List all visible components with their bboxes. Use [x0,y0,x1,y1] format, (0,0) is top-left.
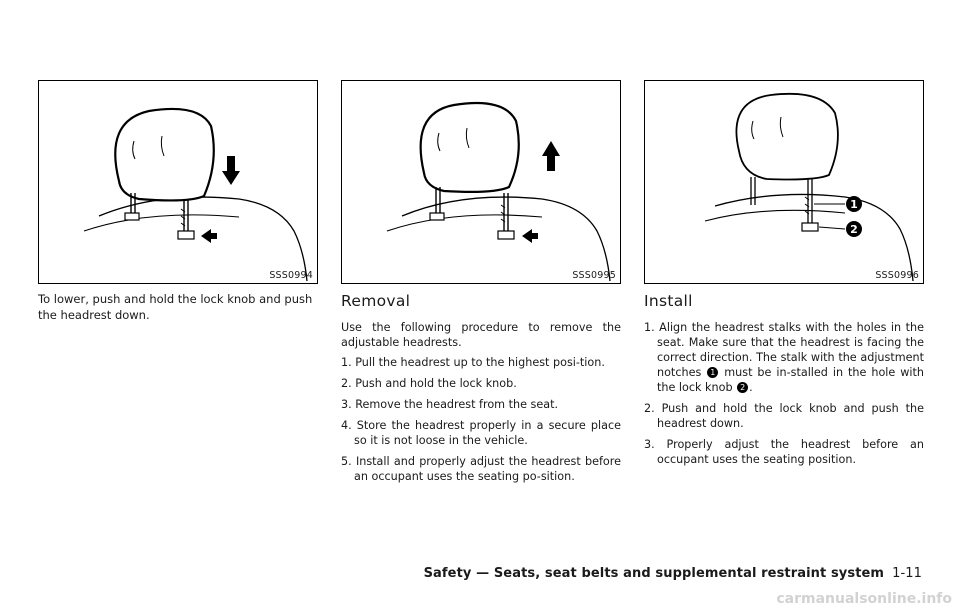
install-step1-text-c: . [749,381,753,394]
figure-id: SSS0996 [875,270,919,281]
section-heading-removal: Removal [341,292,411,310]
install-step: 2. Push and hold the lock knob and push … [644,402,924,430]
headrest-down-illustration [83,107,308,282]
figure-removal: SSS0995 [341,80,621,284]
page-footer: Safety — Seats, seat belts and supplemen… [424,566,922,581]
footer-section-title: Safety — Seats, seat belts and supplemen… [423,566,885,581]
marker-1: 1 [707,367,719,378]
install-step: 3. Properly adjust the headrest before a… [644,438,924,466]
headrest-up-illustration [386,101,611,282]
figure-caption: To lower, push and hold the lock knob an… [38,292,313,322]
install-step-1: 1. Align the headrest stalks with the ho… [644,320,924,395]
headrest-install-illustration: 1 2 [704,92,914,282]
callout-1: 1 [850,198,858,211]
marker-2: 2 [737,382,749,393]
removal-step: 4. Store the headrest properly in a secu… [341,419,621,447]
page-number: 1-11 [892,566,922,581]
column-right: 1 2 SSS0996 Install 1. Align the headres… [644,80,924,473]
removal-step: 5. Install and properly adjust the headr… [341,455,621,483]
install-step1-text-b: must be in-stalled in the hole with the … [657,366,924,394]
callout-2: 2 [850,223,858,236]
install-step1-text-a: 1. Align the headrest stalks with the ho… [644,321,924,379]
column-left: SSS0994 To lower, push and hold the lock… [38,80,318,323]
figure-id: SSS0995 [572,270,616,281]
figure-install: 1 2 SSS0996 [644,80,924,284]
figure-id: SSS0994 [269,270,313,281]
removal-step: 2. Push and hold the lock knob. [341,377,517,390]
removal-intro: Use the following procedure to remove th… [341,321,621,349]
section-heading-install: Install [644,292,693,310]
removal-step: 3. Remove the headrest from the seat. [341,398,559,411]
column-middle: SSS0995 Removal Use the following proced… [341,80,621,490]
figure-lower-headrest: SSS0994 [38,80,318,284]
removal-step: 1. Pull the headrest up to the highest p… [341,356,605,369]
watermark: carmanualsonline.info [776,591,952,607]
